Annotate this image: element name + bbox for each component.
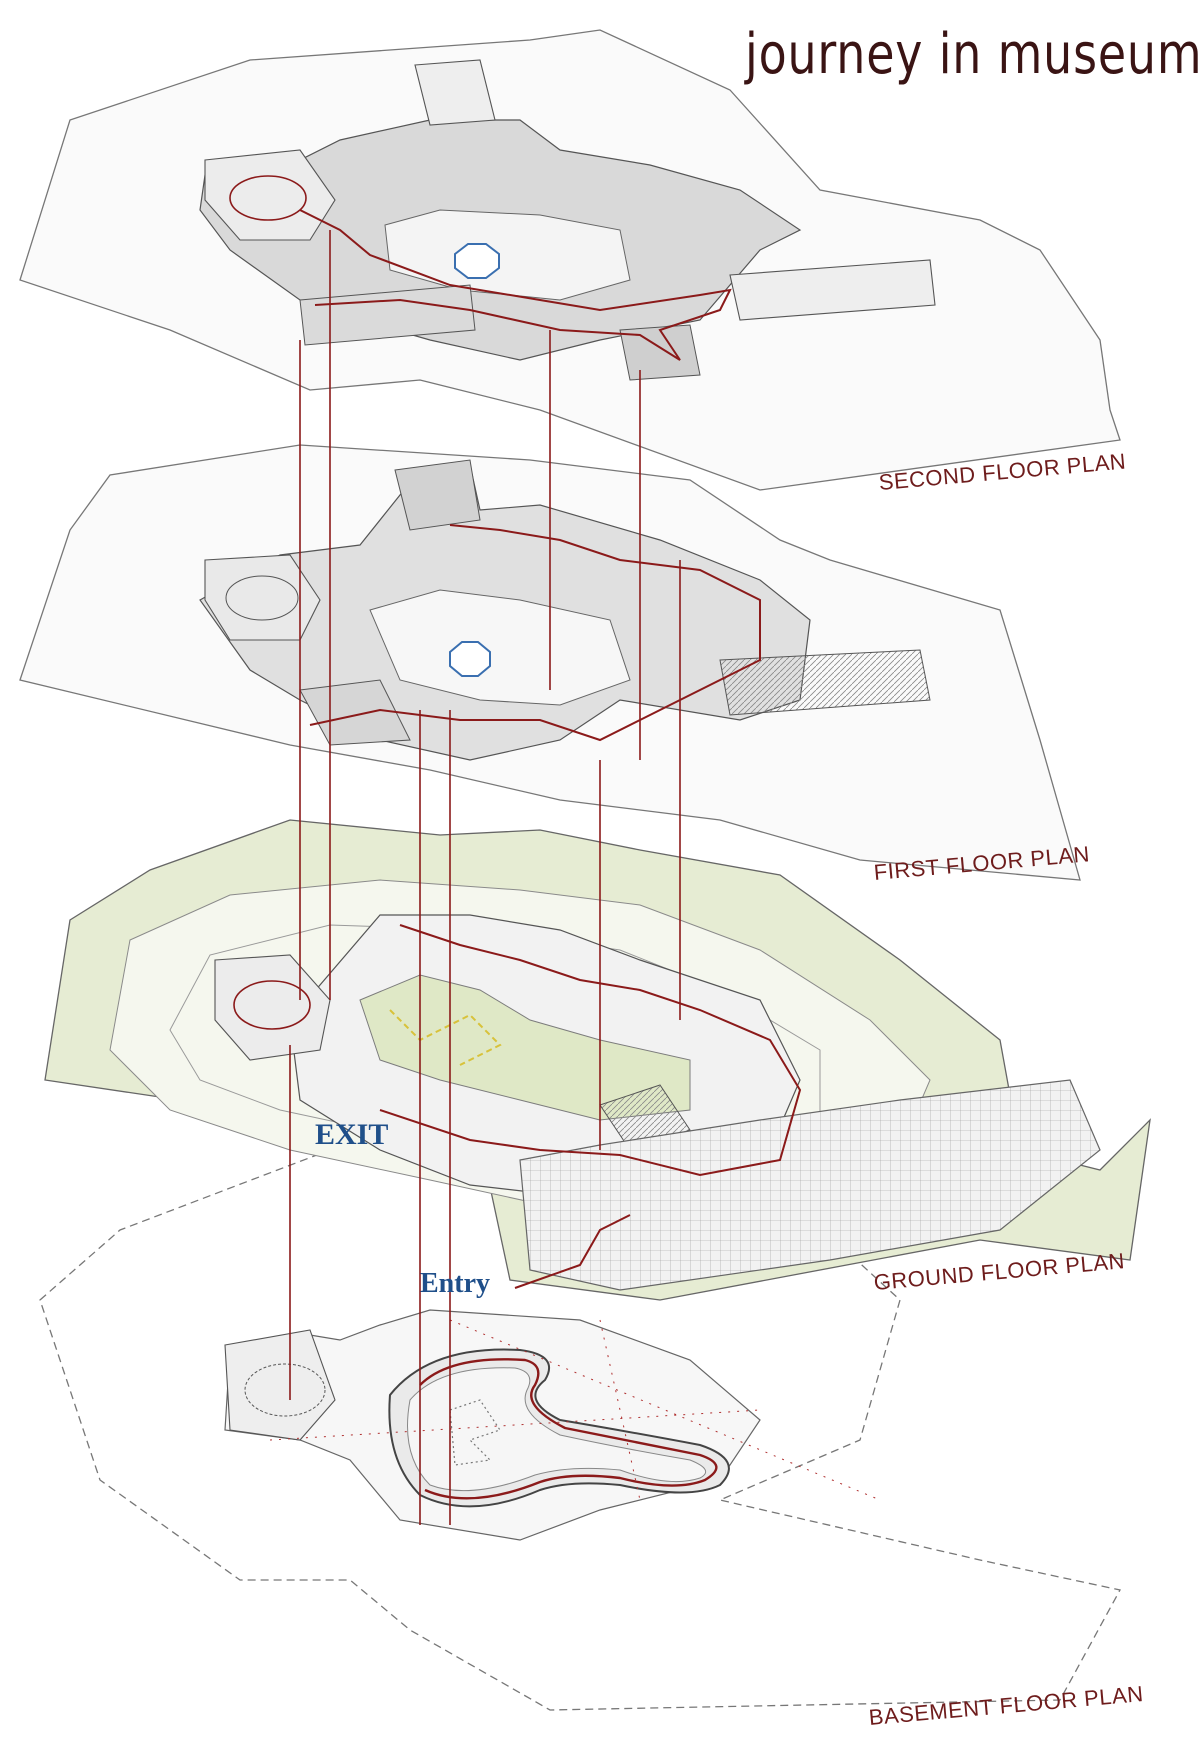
basement-gallery-inner bbox=[407, 1367, 707, 1492]
basement-red-grid bbox=[269, 1319, 881, 1501]
second-gallery-wing bbox=[299, 284, 476, 346]
ground-entry-path bbox=[514, 1214, 631, 1289]
second-rotunda bbox=[204, 149, 336, 241]
basement-rotunda bbox=[224, 1329, 336, 1441]
second-journey-path bbox=[299, 209, 732, 361]
second-east-wing bbox=[729, 259, 936, 321]
second-floor bbox=[19, 29, 1121, 491]
basement-site-outline bbox=[39, 1109, 1121, 1711]
first-journey-path bbox=[309, 524, 761, 742]
basement-journey-path bbox=[419, 1358, 718, 1500]
second-courtyard bbox=[384, 209, 631, 301]
ground-rotunda-circle bbox=[233, 980, 311, 1030]
first-east-wing bbox=[719, 649, 931, 716]
basement-courtyard-dots bbox=[449, 1399, 501, 1466]
first-north-wing bbox=[394, 459, 481, 531]
exit-label: EXIT bbox=[315, 1118, 389, 1151]
ground-yellow-path bbox=[389, 1009, 502, 1066]
second-rotunda-circle bbox=[229, 175, 307, 221]
basement-rotunda-circle bbox=[244, 1363, 326, 1417]
ground-rotunda bbox=[214, 954, 331, 1061]
ground-parking bbox=[519, 1079, 1101, 1291]
ground-central-landscape bbox=[359, 974, 691, 1121]
vertical-circulation bbox=[289, 230, 681, 1525]
second-south-block bbox=[619, 324, 701, 381]
entry-label: Entry bbox=[420, 1268, 490, 1299]
ground-journey-path bbox=[379, 924, 802, 1177]
ground-auditorium-hatch bbox=[599, 1084, 691, 1151]
page-title: journey in museum bbox=[745, 22, 1200, 87]
ground-contour-2 bbox=[169, 924, 821, 1166]
ground-floor bbox=[44, 819, 1151, 1301]
second-octagon bbox=[454, 243, 500, 279]
first-courtyard bbox=[369, 589, 631, 706]
basement-floor bbox=[39, 1109, 1121, 1711]
second-north-tower bbox=[414, 59, 496, 126]
first-octagon bbox=[449, 641, 491, 677]
first-rotunda-circle bbox=[225, 575, 299, 621]
first-south-block bbox=[299, 679, 411, 746]
